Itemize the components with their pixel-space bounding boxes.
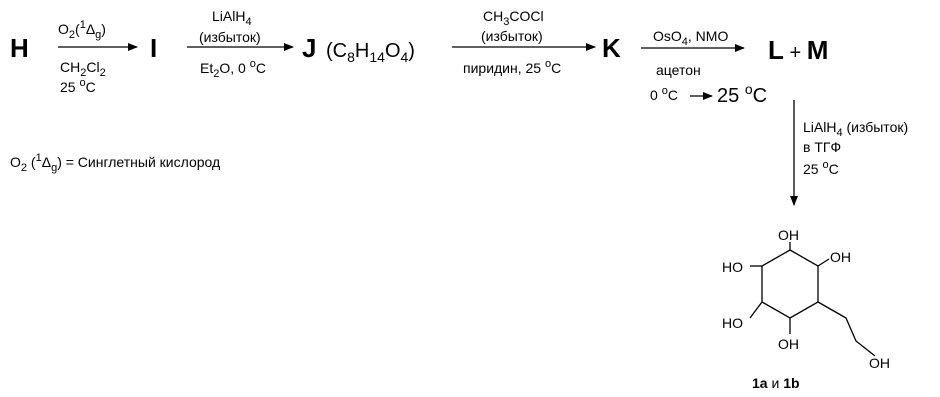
cyclohexane-ring (761, 249, 819, 319)
bond-oh-upper-right (817, 258, 830, 267)
step2-excess: (избыток) (199, 29, 261, 45)
ho-lower-left-label: HO (722, 315, 743, 331)
step4-solvent: ацетон (656, 62, 701, 78)
product-structure: OH HO OH HO OH OH (722, 227, 890, 371)
step1-temperature: 25 oC (60, 77, 96, 95)
step5-reagent: LiAlH4 (избыток) (803, 119, 908, 139)
compound-k: K (602, 33, 621, 63)
step1-reagent: O2(1Δg) (58, 19, 106, 41)
product-label: 1a и 1b (752, 375, 800, 391)
step1-solvent: CH2Cl2 (60, 59, 106, 79)
step5-solvent: в ТГФ (803, 139, 841, 155)
step3-excess: (избыток) (481, 28, 543, 44)
oh-chain-label: OH (869, 355, 890, 371)
step2-reagent: LiAlH4 (212, 8, 252, 28)
step4-reagent: OsO4, NMO (653, 28, 728, 48)
hydroxyethyl-chain (817, 301, 876, 357)
oh-bottom-label: OH (778, 336, 799, 352)
singlet-oxygen-note: O2 (1Δg) = Синглетный кислород (10, 152, 220, 174)
step4-end-temp: 25 oC (717, 81, 767, 107)
step4-start-temp: 0 oC (650, 85, 678, 103)
compound-i: I (150, 33, 157, 63)
step3-reagent: CH3COCl (483, 8, 544, 28)
compound-j-formula: (C8H14O4) (326, 40, 415, 65)
bond-oh-lower-left (749, 301, 763, 319)
step5-temperature: 25 oC (803, 159, 839, 177)
oh-upper-right-label: OH (830, 249, 851, 265)
ho-upper-left-label: HO (722, 259, 743, 275)
oh-top-label: OH (778, 227, 799, 243)
compounds-l-m: L + M (768, 35, 828, 65)
step3-conditions: пиридин, 25 oC (463, 58, 561, 76)
step2-conditions: Et2O, 0 oC (200, 58, 266, 80)
compound-j: J (302, 33, 316, 63)
compound-h: H (10, 33, 29, 63)
